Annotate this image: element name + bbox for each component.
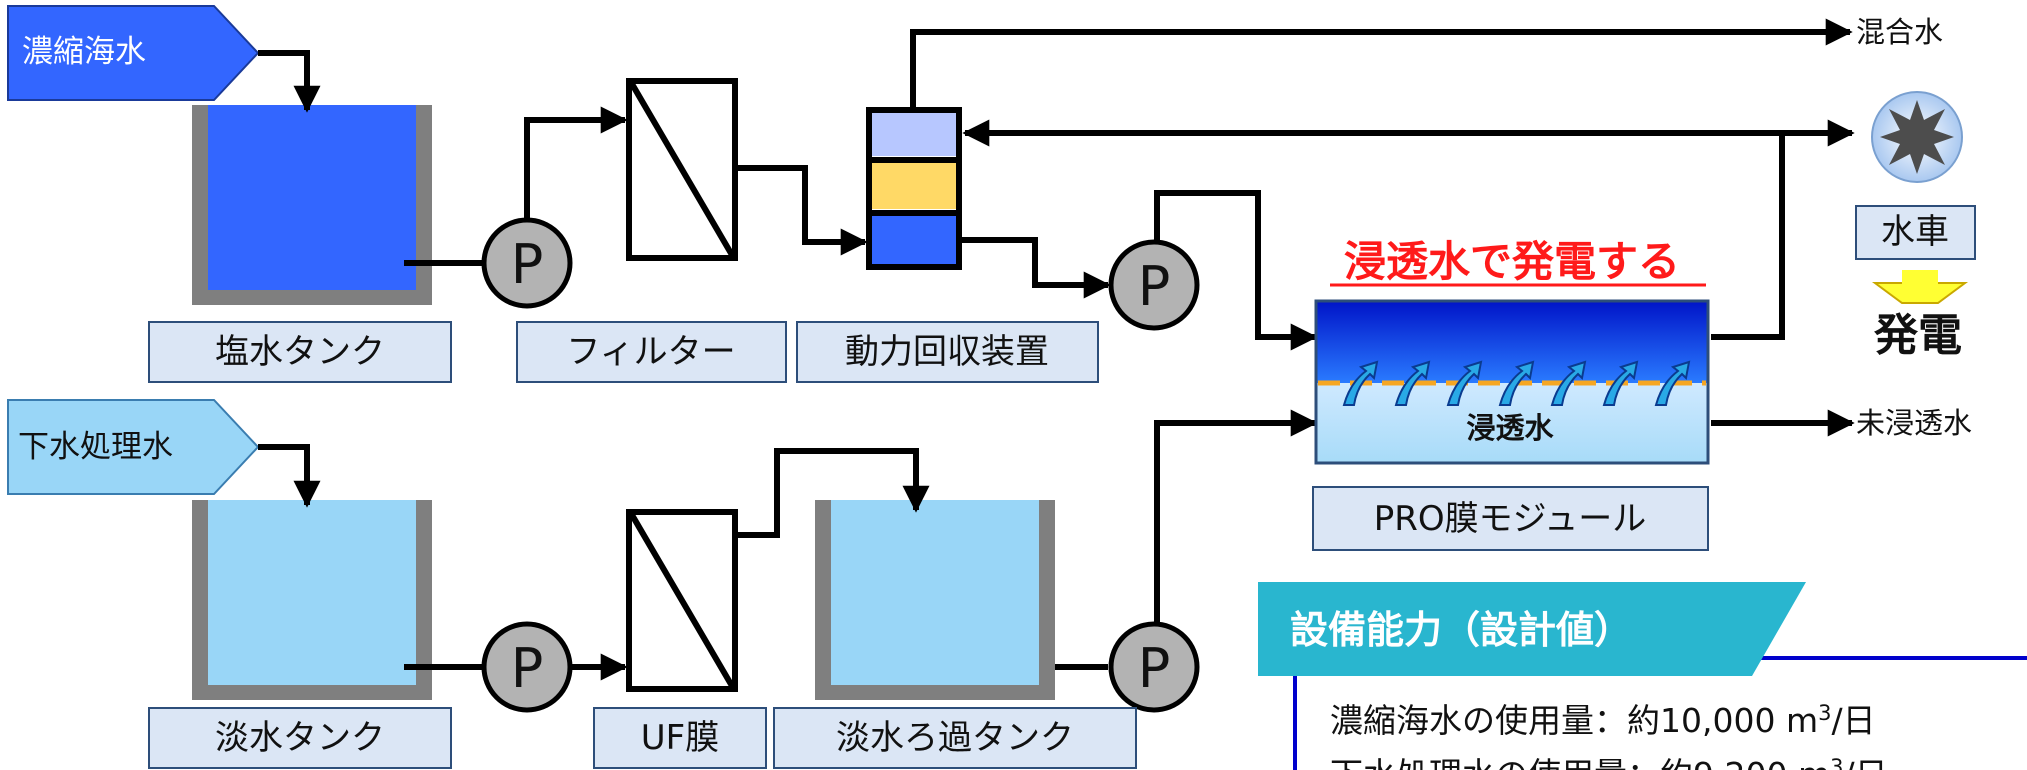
power-output-label: 発電 bbox=[1873, 310, 1962, 361]
uf-label-box: UF膜 bbox=[593, 707, 767, 769]
uf-membrane-unit bbox=[626, 509, 738, 692]
pro-module-label-box: PRO膜モジュール bbox=[1312, 486, 1709, 551]
power-arrow-icon bbox=[1871, 282, 1969, 304]
energy-recovery-label-box: 動力回収装置 bbox=[796, 321, 1099, 383]
seawater-input: 濃縮海水 bbox=[7, 5, 260, 101]
pro-module-label: PRO膜モジュール bbox=[1374, 499, 1647, 539]
fresh-tank-label: 淡水タンク bbox=[215, 718, 385, 758]
capacity-line-1: 濃縮海水の使用量：約10,000 m3/日 bbox=[1330, 701, 1876, 740]
filtered-water-tank bbox=[815, 500, 1055, 700]
permeate-arrows-icon bbox=[1342, 360, 1691, 406]
pump-2-label: P bbox=[1138, 255, 1171, 318]
permeate-label: 浸透水 bbox=[1466, 411, 1554, 445]
pro-headline: 浸透水で発電する bbox=[1344, 237, 1680, 286]
filter-unit bbox=[626, 78, 738, 261]
filtered-tank-label: 淡水ろ過タンク bbox=[836, 718, 1074, 758]
pro-module: 浸透水 bbox=[1314, 299, 1710, 465]
fresh-water-tank bbox=[192, 500, 432, 700]
pump-3: P bbox=[481, 621, 573, 713]
capacity-line-2: 下水処理水の使用量：約9,200 m3/日 bbox=[1330, 755, 1888, 770]
pump-3-label: P bbox=[511, 637, 544, 700]
pump-2: P bbox=[1108, 239, 1200, 331]
pump-4: P bbox=[1108, 621, 1200, 713]
filter-label-box: フィルター bbox=[516, 321, 787, 383]
capacity-title: 設備能力（設計値） bbox=[1290, 608, 1632, 652]
pipes bbox=[258, 18, 1855, 681]
waterwheel-label: 水車 bbox=[1881, 212, 1949, 252]
seawater-input-label: 濃縮海水 bbox=[22, 34, 146, 70]
pump-1-label: P bbox=[511, 233, 544, 296]
salt-tank-label: 塩水タンク bbox=[215, 332, 385, 372]
salt-water-tank bbox=[192, 105, 432, 305]
capacity-tab bbox=[1258, 582, 1806, 676]
unpermeated-water-label: 未浸透水 bbox=[1856, 406, 1972, 440]
pump-4-label: P bbox=[1138, 637, 1171, 700]
pump-1: P bbox=[481, 217, 573, 309]
capacity-panel: 設備能力（設計値） 濃縮海水の使用量：約10,000 m3/日 下水処理水の使用… bbox=[1258, 582, 2027, 770]
waterwheel-icon bbox=[1871, 91, 1963, 183]
sewage-input: 下水処理水 bbox=[7, 399, 260, 495]
mixed-water-label: 混合水 bbox=[1856, 15, 1943, 49]
filtered-tank-label-box: 淡水ろ過タンク bbox=[773, 707, 1137, 769]
sewage-input-label: 下水処理水 bbox=[18, 429, 173, 465]
waterwheel-label-box: 水車 bbox=[1855, 205, 1976, 260]
salt-tank-label-box: 塩水タンク bbox=[148, 321, 452, 383]
uf-label: UF膜 bbox=[641, 718, 719, 758]
energy-recovery-device bbox=[866, 107, 962, 270]
energy-recovery-label: 動力回収装置 bbox=[845, 332, 1049, 372]
filter-label: フィルター bbox=[566, 332, 735, 372]
fresh-tank-label-box: 淡水タンク bbox=[148, 707, 452, 769]
